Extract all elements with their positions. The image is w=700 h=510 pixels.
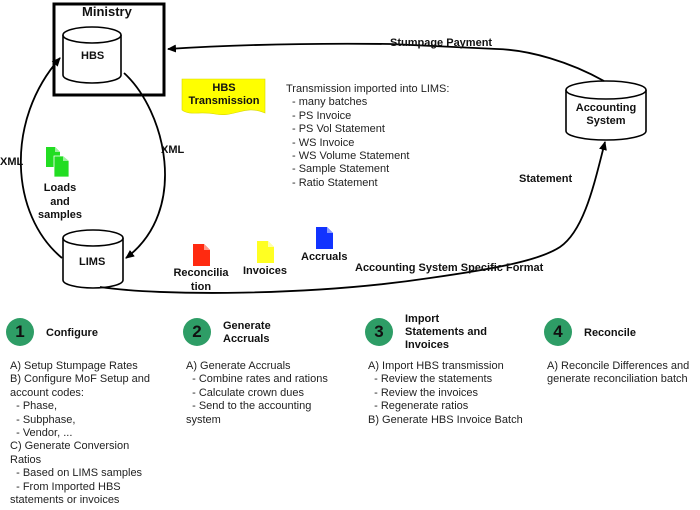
- step-number-badge: 4: [544, 318, 572, 346]
- step-title: Configure: [46, 327, 98, 339]
- lims-database[interactable]: [62, 229, 124, 289]
- accounting-system-label-line2: System: [586, 115, 626, 127]
- accounting-system-label: Accounting System: [571, 102, 641, 128]
- loads-and-samples-label: Loads and samples: [36, 182, 84, 223]
- edge-accounting-format: [99, 141, 607, 294]
- transmission-note-title: Transmission imported into LIMS:: [286, 83, 450, 95]
- statement-label: Statement: [519, 173, 573, 185]
- step-title: Reconcile: [584, 327, 636, 339]
- transmission-note-item: - Sample Statement: [292, 163, 390, 176]
- invoices-document-icon: [257, 241, 274, 263]
- transmission-note-item: - many batches: [292, 96, 368, 109]
- step-description: A) Setup Stumpage Rates B) Configure MoF…: [10, 360, 151, 507]
- transmission-note: Transmission imported into LIMS: - many …: [286, 83, 449, 190]
- hbs-transmission-line2: Transmission: [188, 95, 260, 107]
- reconciliation-label-line1: Reconcilia: [173, 267, 229, 279]
- transmission-note-item: - Ratio Statement: [292, 176, 378, 189]
- transmission-note-item: - PS Vol Statement: [292, 123, 385, 136]
- accounting-system-label-line1: Accounting: [575, 102, 637, 114]
- transmission-note-item: - PS Invoice: [292, 109, 352, 122]
- edge-xml-right: [123, 72, 166, 259]
- stumpage-payment-label: Stumpage Payment: [390, 37, 493, 49]
- hbs-transmission-document[interactable]: [181, 78, 266, 116]
- reconciliation-label: Reconcilia tion: [170, 267, 232, 294]
- accounting-format-label: Accounting System Specific Format: [355, 262, 544, 274]
- hbs-transmission-label: HBS Transmission: [183, 82, 265, 108]
- step-description: A) Generate Accruals - Combine rates and…: [186, 360, 328, 426]
- hbs-database[interactable]: [62, 26, 122, 84]
- hbs-label: HBS: [81, 50, 105, 62]
- step-title: Generate Accruals: [223, 320, 271, 345]
- invoices-label: Invoices: [243, 265, 288, 277]
- flow-diagram: [19, 2, 647, 294]
- accruals-label: Accruals: [301, 251, 348, 263]
- edge-stumpage-payment: [167, 42, 605, 82]
- reconciliation-document-icon: [193, 244, 210, 266]
- loads-label-line2: and: [50, 195, 70, 208]
- hbs-transmission-line1: HBS: [212, 82, 236, 94]
- xml-right-label: XML: [161, 144, 185, 156]
- edge-xml-left: [19, 57, 63, 259]
- step-description: A) Import HBS transmission - Review the …: [368, 360, 523, 426]
- ministry-box[interactable]: [52, 2, 166, 97]
- step-title: Import Statements and Invoices: [405, 313, 487, 351]
- step-number-badge: 1: [6, 318, 34, 346]
- step-number-badge: 3: [365, 318, 393, 346]
- ministry-label: Ministry: [82, 4, 132, 19]
- lims-label: LIMS: [79, 256, 106, 268]
- transmission-note-item: - WS Invoice: [292, 136, 355, 149]
- step-description: A) Reconcile Differences and generate re…: [547, 360, 690, 386]
- step-number-badge: 2: [183, 318, 211, 346]
- loads-document-icon: [46, 147, 70, 178]
- reconciliation-label-line2: tion: [190, 280, 212, 293]
- accruals-document-icon: [316, 227, 333, 249]
- transmission-note-item: - WS Volume Statement: [292, 150, 410, 163]
- loads-label-line1: Loads: [43, 182, 77, 194]
- accounting-system-database[interactable]: [565, 80, 647, 141]
- xml-left-label: XML: [0, 156, 24, 168]
- loads-label-line3: samples: [37, 209, 83, 221]
